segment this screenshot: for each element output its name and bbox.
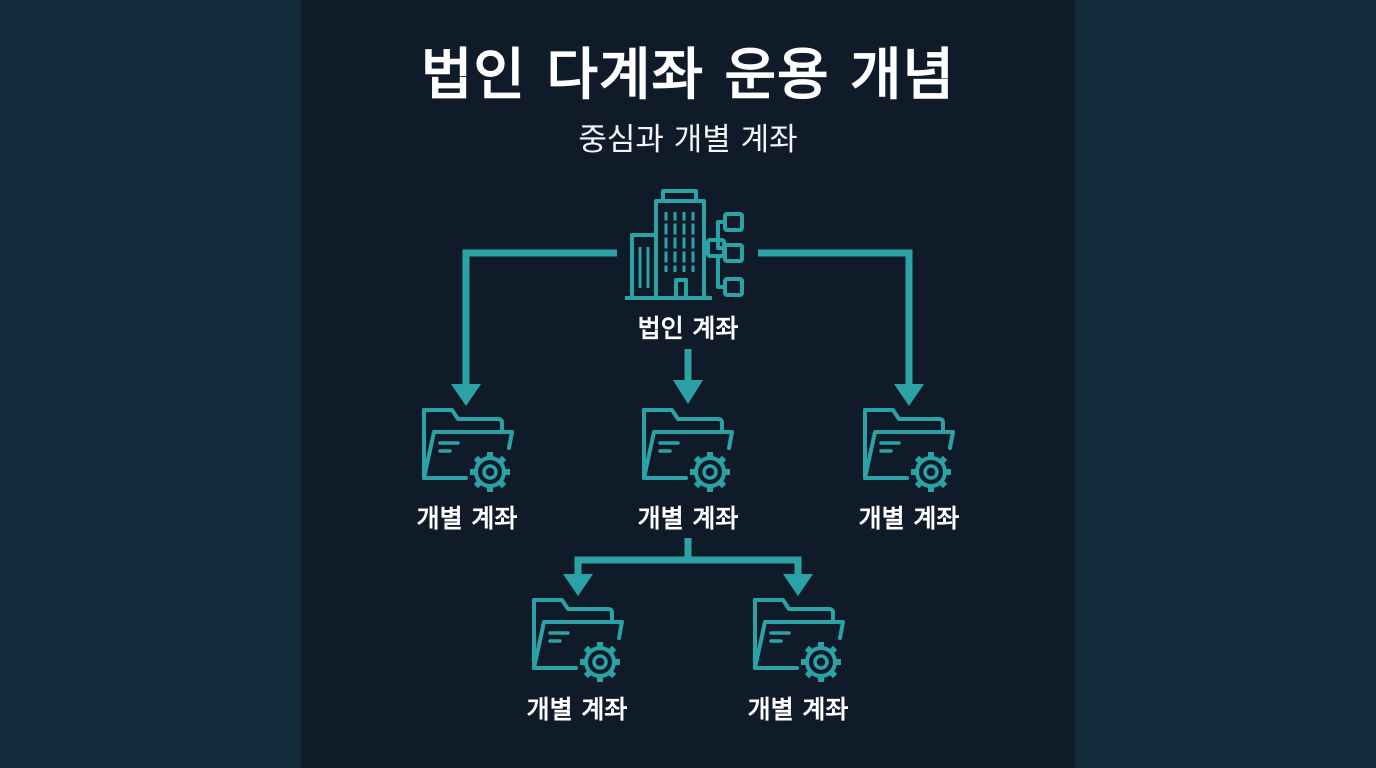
folder-gear-icon (644, 410, 732, 492)
arrowhead-right (894, 384, 924, 406)
child-account-label-2: 개별 계좌 (637, 504, 739, 533)
folder-gear-icon (755, 600, 843, 682)
page-subtitle: 중심과 개별 계좌 (578, 122, 798, 158)
grandchild-account-label-1: 개별 계좌 (526, 695, 628, 724)
grandchild-account-label-2: 개별 계좌 (747, 695, 849, 724)
arrowhead-bottom-right (783, 574, 813, 596)
folder-gear-icon (865, 410, 953, 492)
connector-left (462, 249, 617, 388)
page-title: 법인 다계좌 운용 개념 (420, 43, 956, 108)
root-connectors (462, 249, 913, 388)
corporate-building-icon (625, 189, 744, 300)
arrowhead-bottom-left (563, 574, 593, 596)
child-account-label-3: 개별 계좌 (858, 504, 960, 533)
connector-right (758, 249, 913, 388)
child-account-label-1: 개별 계좌 (416, 504, 518, 533)
root-arrowheads (451, 380, 924, 406)
child-connectors (574, 538, 802, 578)
arrowhead-center (673, 380, 703, 404)
arrowhead-left (451, 384, 481, 406)
root-account-label: 법인 계좌 (637, 314, 739, 343)
child-arrowheads (563, 574, 813, 596)
folder-gear-icon (534, 600, 622, 682)
folder-gear-icon (424, 410, 512, 492)
